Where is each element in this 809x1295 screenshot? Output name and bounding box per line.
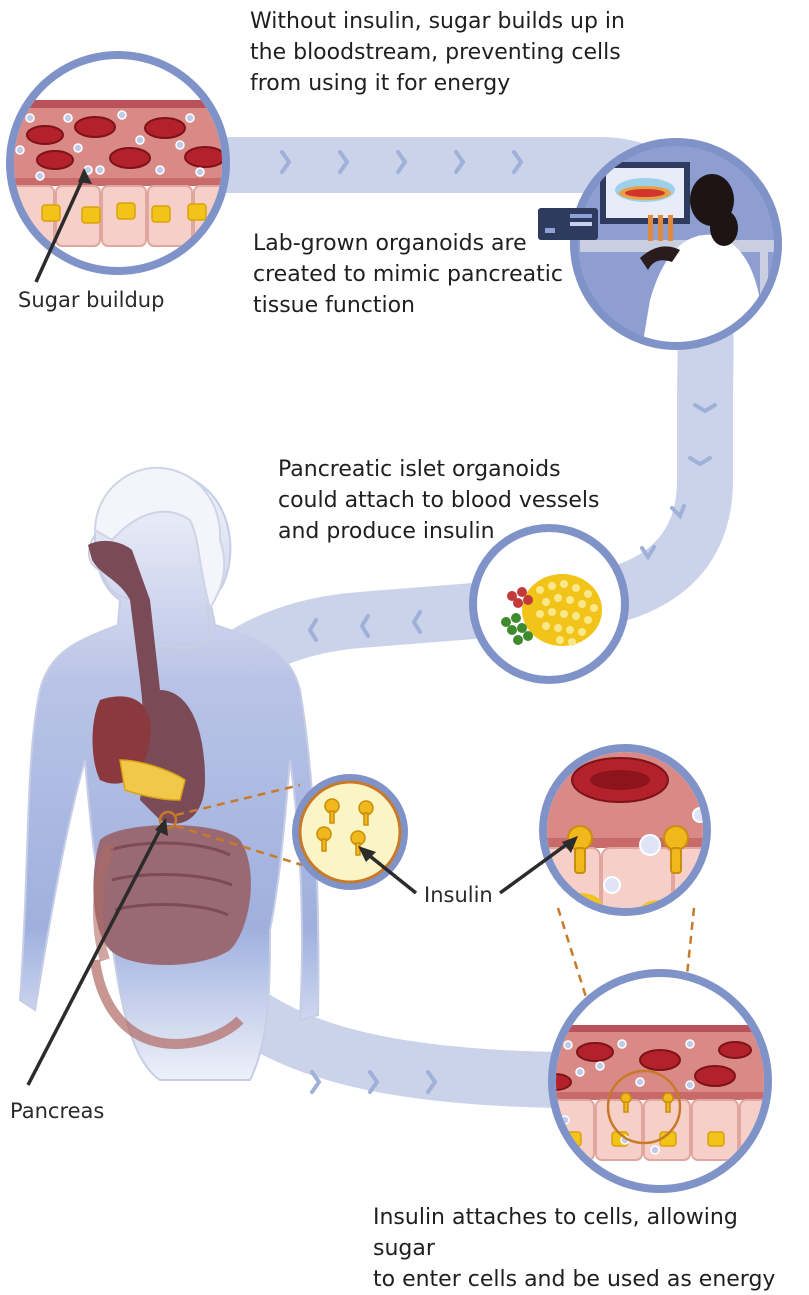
label-sugar-buildup: Sugar buildup: [18, 287, 164, 313]
insulin-receptor-icon: [539, 740, 724, 920]
vessel-with-insulin-icon: [539, 969, 790, 1193]
human-body-icon: [20, 468, 318, 1080]
vessel-cross-section-icon: [0, 51, 240, 275]
caption-step3: Pancreatic islet organoids could attach …: [278, 454, 628, 547]
caption-step1: Without insulin, sugar builds up in the …: [250, 6, 680, 99]
diagram-canvas: [0, 0, 809, 1268]
label-insulin: Insulin: [424, 882, 493, 908]
caption-step2: Lab-grown organoids are created to mimic…: [253, 228, 583, 321]
islet-organoid-icon: [469, 524, 629, 684]
caption-step4: Insulin attaches to cells, allowing suga…: [373, 1202, 805, 1295]
label-pancreas: Pancreas: [10, 1098, 104, 1124]
